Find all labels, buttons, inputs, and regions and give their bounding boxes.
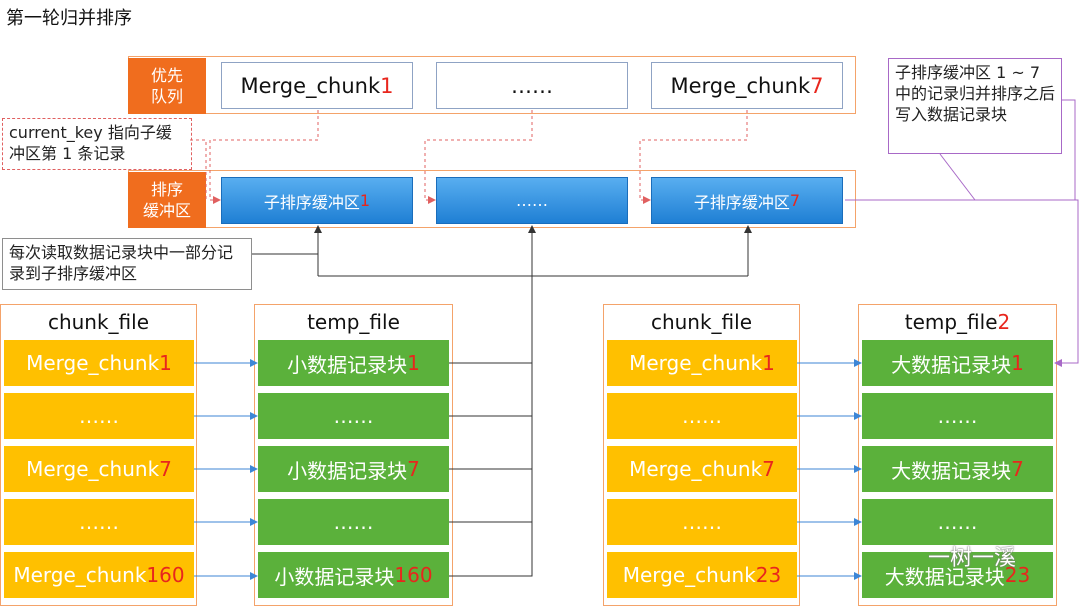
right-chunk-cell-5-text: Merge_chunk bbox=[622, 563, 756, 587]
buf-box-2: …… bbox=[436, 177, 628, 224]
left-chunk-cell-2: …… bbox=[4, 393, 194, 439]
left-chunk-file-title: chunk_file bbox=[47, 310, 150, 334]
left-chunk-cell-3: Merge_chunk 7 bbox=[4, 446, 194, 492]
merge-output-link bbox=[845, 99, 1079, 367]
sort-buffer-label: 排序 缓冲区 bbox=[128, 172, 206, 228]
right-chunk-cell-1-text: Merge_chunk bbox=[629, 351, 763, 375]
left-temp-cell-2-text: …… bbox=[333, 404, 374, 428]
buf-box-2-text: …… bbox=[516, 191, 548, 210]
left-temp-cell-2: …… bbox=[258, 393, 449, 439]
left-chunk-cell-2-text: …… bbox=[79, 404, 119, 428]
right-chunk-cell-2: …… bbox=[607, 393, 797, 439]
right-temp-cell-3-num: 7 bbox=[1011, 457, 1024, 481]
left-chunk-cell-4-text: …… bbox=[79, 510, 119, 534]
diagram-title: 第一轮归并排序 bbox=[6, 8, 132, 29]
left-temp-cell-1-text: 小数据记录块 bbox=[287, 352, 408, 377]
right-chunk-cell-1: Merge_chunk 1 bbox=[607, 340, 797, 386]
left-chunk-cell-4: …… bbox=[4, 499, 194, 545]
right-temp-cell-5-num: 23 bbox=[1004, 563, 1031, 587]
merge-write-note: 子排序缓冲区 1 ~ 7 中的记录归并排序之后写入数据记录块 bbox=[888, 58, 1062, 154]
pq-box-2: …… bbox=[436, 62, 628, 109]
right-chunk-cell-4: …… bbox=[607, 499, 797, 545]
current-key-link bbox=[190, 139, 207, 200]
buf-box-1-text: 子排序缓冲区 bbox=[263, 192, 360, 212]
right-temp-cell-5-text: 大数据记录块 bbox=[884, 564, 1005, 589]
left-chunk-cell-1: Merge_chunk 1 bbox=[4, 340, 194, 386]
right-temp-cell-4: …… bbox=[862, 499, 1053, 545]
pq-box-3: Merge_chunk 7 bbox=[651, 62, 843, 109]
right-temp-file-title: temp_file2 bbox=[858, 310, 1057, 334]
right-chunk-cell-3-num: 7 bbox=[762, 457, 775, 481]
pq-buffer-link-2 bbox=[424, 110, 533, 204]
buf-box-3-text: 子排序缓冲区 bbox=[693, 192, 790, 212]
right-chunk-cell-4-text: …… bbox=[682, 510, 722, 534]
left-temp-cell-3-num: 7 bbox=[407, 457, 420, 481]
left-chunk-cell-3-num: 7 bbox=[159, 457, 172, 481]
priority-queue-label: 优先 队列 bbox=[128, 58, 206, 114]
current-key-note: current_key 指向子缓冲区第 1 条记录 bbox=[2, 118, 192, 170]
chunk-to-temp-arrows bbox=[194, 359, 862, 580]
pq-box-1-num: 1 bbox=[380, 73, 394, 98]
pq-buffer-link-3 bbox=[639, 110, 748, 204]
left-temp-cell-5: 小数据记录块 160 bbox=[258, 552, 449, 598]
right-chunk-cell-1-num: 1 bbox=[762, 351, 775, 375]
right-chunk-file-title: chunk_file bbox=[650, 310, 753, 334]
buf-box-1: 子排序缓冲区 1 bbox=[221, 177, 413, 224]
left-chunk-cell-1-text: Merge_chunk bbox=[26, 351, 160, 375]
right-temp-cell-1: 大数据记录块 1 bbox=[862, 340, 1053, 386]
right-temp-cell-3: 大数据记录块 7 bbox=[862, 446, 1053, 492]
left-chunk-cell-3-text: Merge_chunk bbox=[26, 457, 160, 481]
pq-box-1-text: Merge_chunk bbox=[240, 73, 381, 98]
left-chunk-cell-1-num: 1 bbox=[159, 351, 172, 375]
right-chunk-cell-3-text: Merge_chunk bbox=[629, 457, 763, 481]
right-temp-file-title-text: temp_file bbox=[904, 310, 998, 334]
left-temp-cell-4-text: …… bbox=[333, 510, 374, 534]
pq-buffer-link-1 bbox=[209, 110, 319, 204]
right-temp-cell-2-text: …… bbox=[937, 404, 978, 428]
right-chunk-cell-3: Merge_chunk 7 bbox=[607, 446, 797, 492]
left-chunk-cell-5-num: 160 bbox=[146, 563, 185, 587]
pq-box-1: Merge_chunk 1 bbox=[221, 62, 413, 109]
left-temp-cell-4: …… bbox=[258, 499, 449, 545]
left-temp-cell-1-num: 1 bbox=[407, 351, 420, 375]
watermark: 一树一溪 bbox=[928, 546, 1017, 571]
left-temp-cell-3-text: 小数据记录块 bbox=[287, 458, 408, 483]
right-chunk-cell-5-num: 23 bbox=[755, 563, 782, 587]
right-temp-cell-2: …… bbox=[862, 393, 1053, 439]
left-chunk-cell-5: Merge_chunk 160 bbox=[4, 552, 194, 598]
right-temp-cell-3-text: 大数据记录块 bbox=[891, 458, 1012, 483]
left-temp-cell-1: 小数据记录块 1 bbox=[258, 340, 449, 386]
left-temp-cell-5-text: 小数据记录块 bbox=[274, 564, 395, 589]
right-temp-cell-5: 大数据记录块 23 bbox=[862, 552, 1053, 598]
pq-box-3-num: 7 bbox=[810, 73, 824, 98]
right-temp-cell-1-num: 1 bbox=[1011, 351, 1024, 375]
pq-box-2-text: …… bbox=[511, 73, 553, 98]
buf-box-3-num: 7 bbox=[789, 191, 801, 210]
right-temp-cell-1-text: 大数据记录块 bbox=[891, 352, 1012, 377]
buf-box-1-num: 1 bbox=[359, 191, 371, 210]
left-temp-file-title: temp_file bbox=[254, 310, 453, 334]
pq-box-3-text: Merge_chunk bbox=[670, 73, 811, 98]
read-records-note: 每次读取数据记录块中一部分记录到子排序缓冲区 bbox=[2, 238, 252, 290]
pq-to-buffer-links bbox=[190, 110, 748, 204]
right-temp-cell-4-text: …… bbox=[937, 510, 978, 534]
right-chunk-cell-2-text: …… bbox=[682, 404, 722, 428]
read-trunk bbox=[449, 276, 533, 577]
left-chunk-cell-5-text: Merge_chunk bbox=[13, 563, 147, 587]
left-temp-cell-5-num: 160 bbox=[394, 563, 433, 587]
right-temp-file-title-suffix: 2 bbox=[997, 310, 1011, 334]
right-chunk-cell-5: Merge_chunk 23 bbox=[607, 552, 797, 598]
read-lines bbox=[252, 225, 752, 577]
left-temp-cell-3: 小数据记录块 7 bbox=[258, 446, 449, 492]
buf-box-3: 子排序缓冲区 7 bbox=[651, 177, 843, 224]
left-temp-file-title-text: temp_file bbox=[307, 310, 400, 334]
